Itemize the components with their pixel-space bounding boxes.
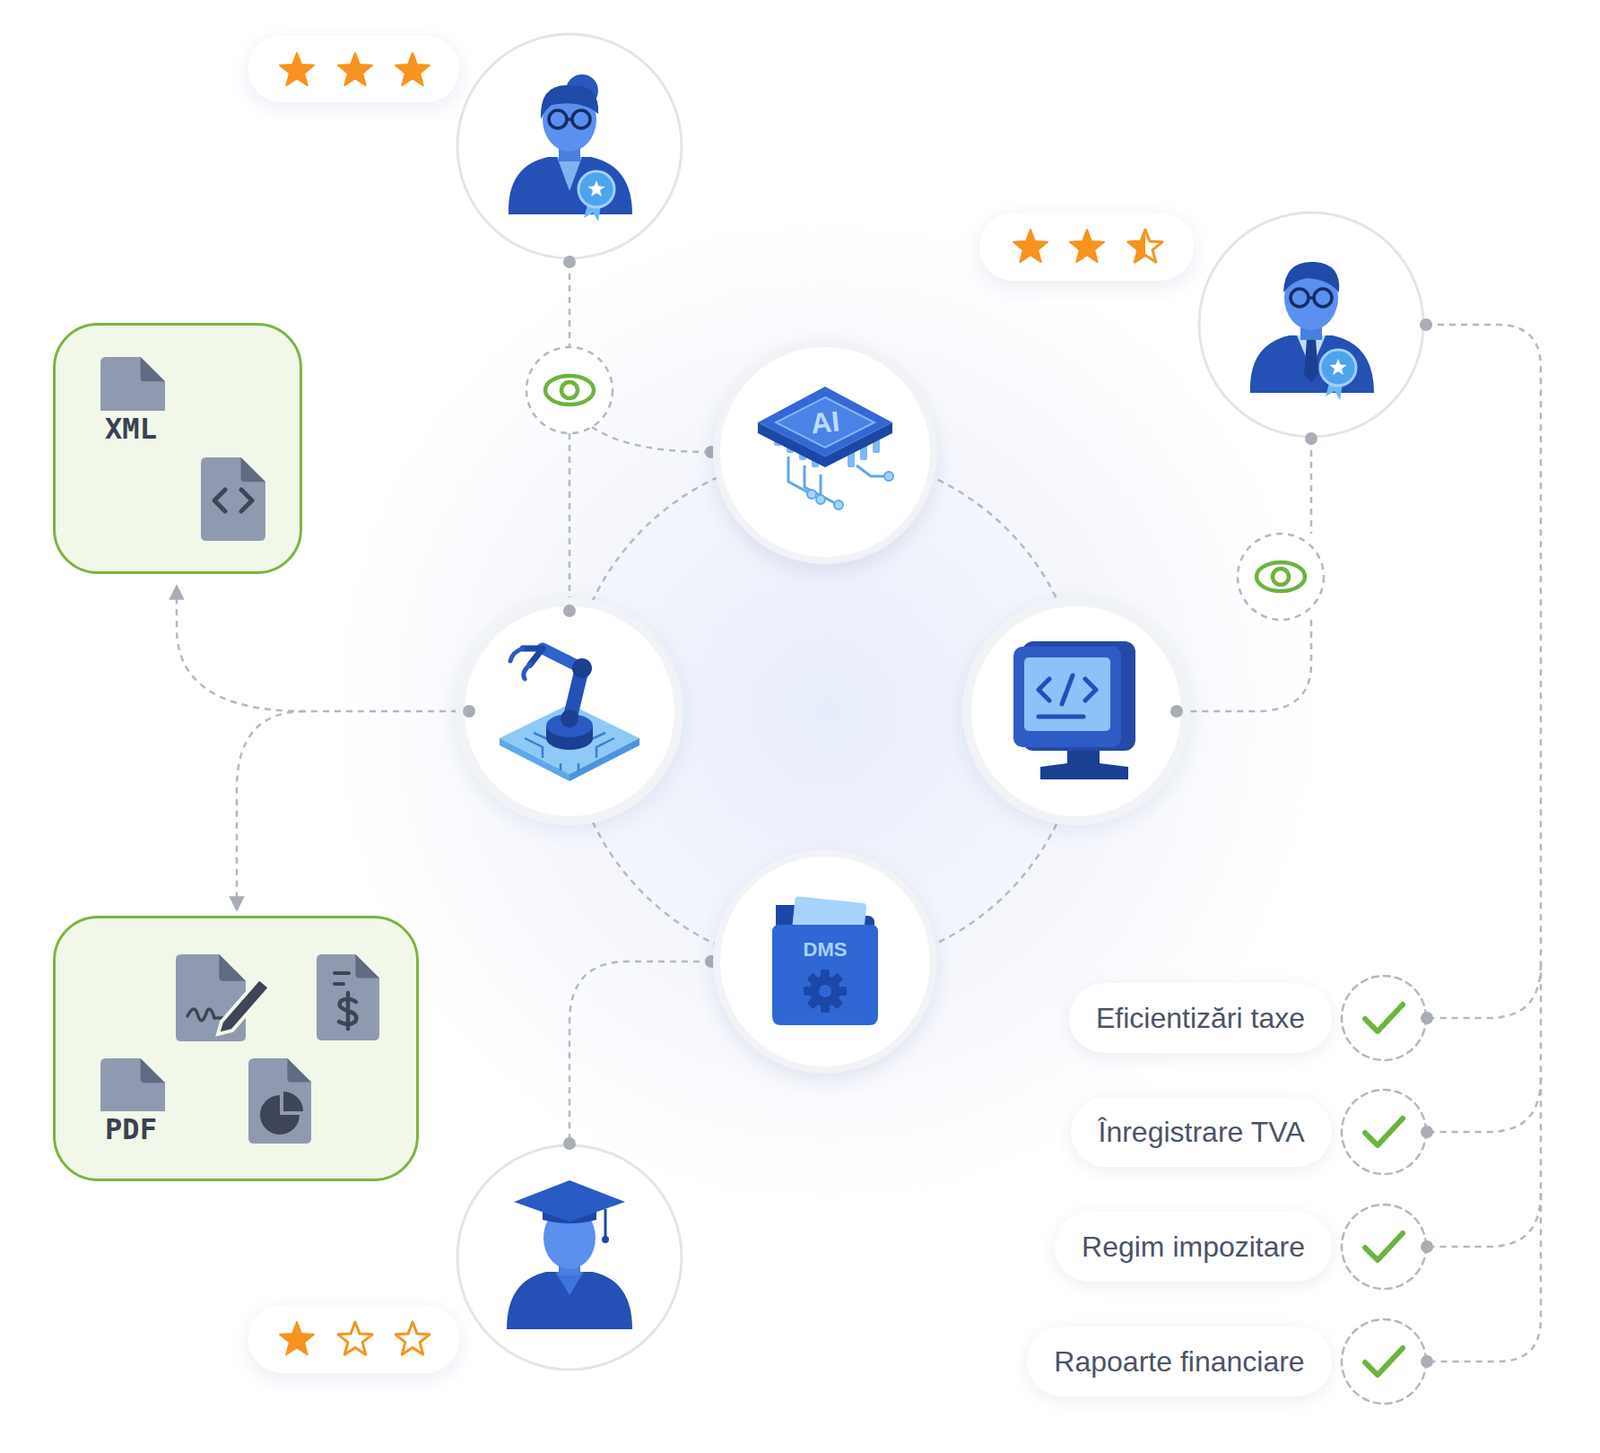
checklist-label: Regim impozitare — [1081, 1230, 1305, 1264]
checklist-label: Rapoarte financiare — [1053, 1345, 1305, 1379]
icon-label: XML — [104, 411, 157, 446]
checklist-label: Eficientizări taxe — [1095, 1001, 1305, 1035]
expert-circle — [457, 34, 1424, 1370]
tool-circle: DMS — [713, 849, 938, 1074]
robot-circle — [460, 601, 679, 821]
checklist-pill: Eficientizări taxe — [1069, 982, 1332, 1053]
checklist-pill: Rapoarte financiare — [1026, 1326, 1332, 1397]
document-panel: PDF — [52, 915, 419, 1182]
chip-icon — [713, 339, 938, 565]
monitor-circle — [966, 601, 1186, 821]
tool-circle: AI — [713, 339, 938, 565]
icon-label: AI — [808, 404, 842, 441]
checklist-pill: Înregistrare TVA — [1070, 1096, 1332, 1167]
man-expert — [1250, 261, 1374, 400]
icon-label: PDF — [104, 1112, 157, 1147]
checklist-label: Înregistrare TVA — [1097, 1115, 1305, 1149]
folder-icon — [713, 849, 938, 1074]
monitor — [1013, 641, 1136, 780]
check-badge — [1341, 975, 1427, 1404]
icon-label: DMS — [803, 938, 848, 962]
file-icons — [52, 322, 303, 574]
graduate — [506, 1180, 633, 1330]
document-panel: XML — [52, 322, 303, 574]
wire-dot — [462, 255, 1434, 1368]
robot-arm — [499, 648, 640, 782]
woman-expert — [508, 74, 633, 222]
checklist-pill: Regim impozitare — [1054, 1211, 1332, 1282]
